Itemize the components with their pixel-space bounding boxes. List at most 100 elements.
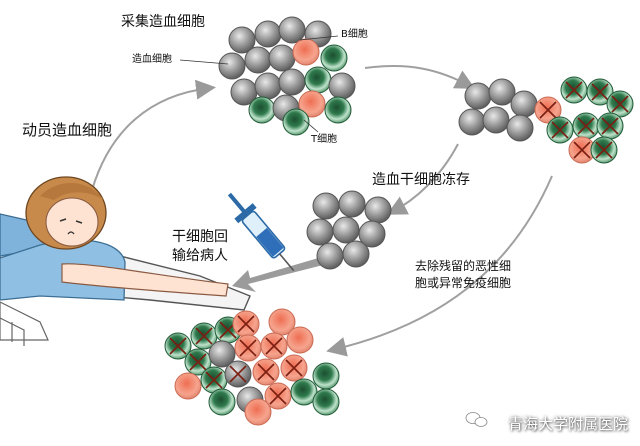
- stem-cell: [510, 90, 538, 118]
- label-return-1: 干细胞回: [172, 229, 228, 245]
- stem-cell: [278, 68, 306, 96]
- label-hsc: 造血细胞: [132, 54, 172, 65]
- t-cell: [324, 96, 352, 124]
- stem-cell: [458, 108, 486, 136]
- stem-cell: [358, 220, 386, 248]
- stem-cell: [342, 240, 370, 268]
- cross-mark-icon: [229, 365, 247, 383]
- t-cell: [546, 116, 574, 144]
- cross-mark-icon: [205, 371, 223, 389]
- removed-cell-cluster: [164, 308, 340, 426]
- cross-mark-icon: [237, 315, 255, 333]
- stem-cell: [268, 44, 296, 72]
- arrow-reinfuse: [232, 254, 335, 292]
- arrow-mobilize: [91, 79, 216, 191]
- arrow-collect-to-purge: [364, 65, 476, 89]
- stem-cell: [244, 46, 272, 74]
- stem-cell: [228, 26, 256, 54]
- t-cell: [208, 388, 236, 416]
- cross-mark-icon: [591, 83, 609, 101]
- t-cell: [248, 96, 276, 124]
- label-mobilize: 动员造血细胞: [22, 121, 113, 139]
- t-cell: [320, 44, 348, 72]
- stem-cell: [254, 20, 282, 48]
- label-return-2: 输给病人: [172, 248, 228, 264]
- cross-mark-icon: [601, 117, 619, 135]
- t-cell: [312, 362, 340, 390]
- leader-hsc: [179, 59, 229, 65]
- watermark-text: 青海大学附属医院: [507, 415, 628, 433]
- cross-mark-icon: [573, 141, 591, 159]
- stem-cell: [506, 114, 534, 142]
- b-cell: [568, 136, 596, 164]
- stem-cell: [482, 106, 510, 134]
- syringe-icon: [227, 192, 295, 272]
- b-cell: [286, 326, 314, 354]
- b-cell: [174, 372, 202, 400]
- leader-bcell: [299, 35, 339, 41]
- stem-cell: [306, 218, 334, 246]
- stem-cell: [278, 16, 306, 44]
- b-cell: [268, 308, 296, 336]
- arrow-to-freeze: [386, 143, 459, 215]
- stem-cell: [464, 82, 492, 110]
- t-cell: [596, 112, 624, 140]
- cross-mark-icon: [195, 327, 213, 345]
- t-cell: [282, 108, 310, 136]
- b-cell: [232, 310, 260, 338]
- cross-mark-icon: [539, 101, 557, 119]
- label-remove-2: 胞或异常免疫细胞: [415, 276, 512, 290]
- b-cell: [280, 354, 308, 382]
- cross-mark-icon: [189, 353, 207, 371]
- cross-mark-icon: [257, 363, 275, 381]
- stem-cell: [208, 340, 236, 368]
- collected-cell-cluster: [218, 16, 356, 136]
- stem-cell: [312, 192, 340, 220]
- cross-mark-icon: [239, 339, 257, 357]
- stem-cell: [338, 190, 366, 218]
- cross-mark-icon: [169, 337, 187, 355]
- b-cell: [252, 358, 280, 386]
- label-bcell: B细胞: [341, 29, 368, 40]
- cross-mark-icon: [577, 117, 595, 135]
- t-cell: [572, 112, 600, 140]
- b-cell: [260, 332, 288, 360]
- cross-mark-icon: [285, 359, 303, 377]
- stem-cell: [224, 360, 252, 388]
- stem-cell: [364, 196, 392, 224]
- stem-cell: [488, 78, 516, 106]
- patient-illustration: [0, 176, 251, 346]
- t-cell: [164, 332, 192, 360]
- b-cell: [292, 38, 320, 66]
- label-tcell: T细胞: [311, 134, 338, 145]
- stem-cell: [254, 72, 282, 100]
- b-cell: [534, 96, 562, 124]
- t-cell: [590, 136, 618, 164]
- cross-mark-icon: [611, 95, 629, 113]
- frozen-cell-cluster: [306, 190, 392, 270]
- cross-mark-icon: [265, 337, 283, 355]
- label-freeze: 造血干细胞冻存: [372, 172, 470, 188]
- t-cell: [560, 76, 588, 104]
- stem-cell: [218, 52, 246, 80]
- t-cell: [586, 78, 614, 106]
- cross-mark-icon: [269, 387, 287, 405]
- stem-cell: [328, 72, 356, 100]
- b-cell: [244, 398, 272, 426]
- leader-tcell: [303, 119, 319, 133]
- stem-cell: [316, 242, 344, 270]
- cross-mark-icon: [551, 121, 569, 139]
- cross-mark-icon: [595, 141, 613, 159]
- label-remove-1: 去除残留的恶性细: [415, 259, 512, 273]
- chat-bubbles-icon: [465, 412, 488, 427]
- b-cell: [264, 382, 292, 410]
- t-cell: [184, 348, 212, 376]
- arrow-remove: [326, 175, 553, 357]
- b-cell: [298, 90, 326, 118]
- label-collect: 采集造血细胞: [121, 14, 205, 30]
- purged-cell-cluster: [458, 76, 634, 164]
- t-cell: [304, 66, 332, 94]
- cross-mark-icon: [565, 81, 583, 99]
- b-cell: [234, 334, 262, 362]
